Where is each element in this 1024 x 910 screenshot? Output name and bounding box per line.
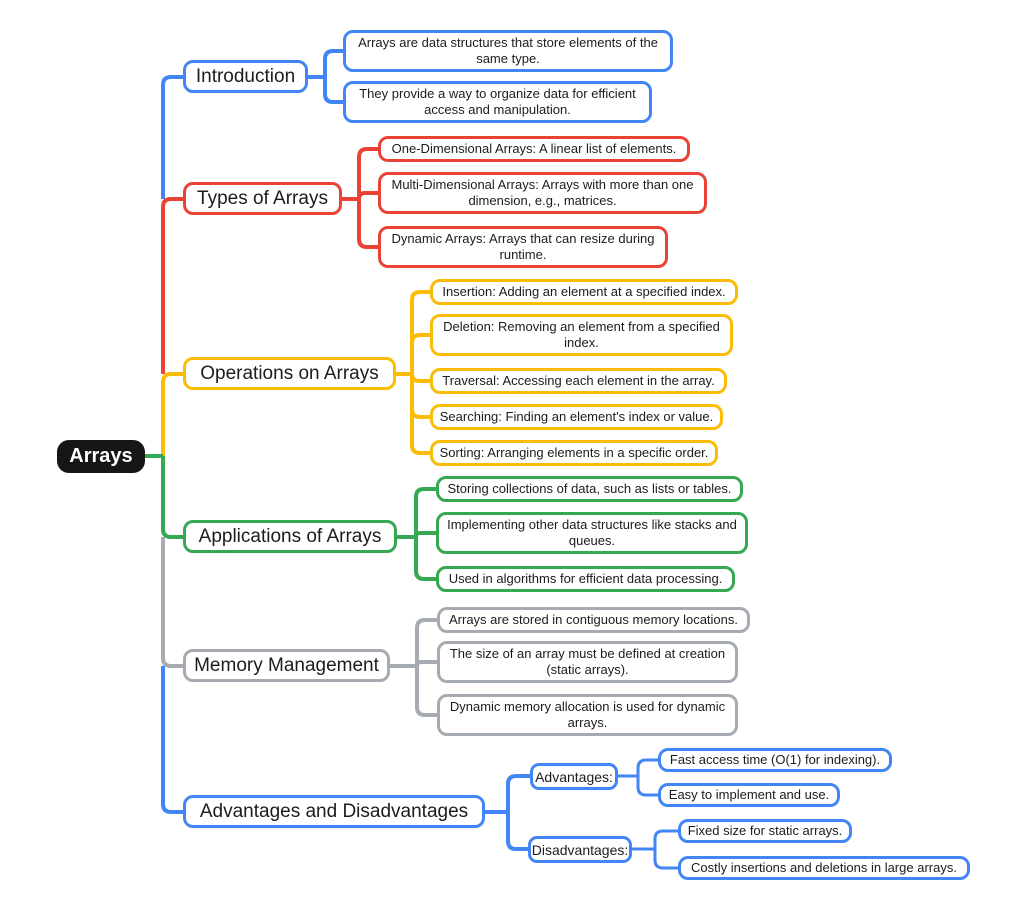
- branch-node-operations-on-arrays: Operations on Arrays: [183, 357, 396, 390]
- leaf-node: Sorting: Arranging elements in a specifi…: [430, 440, 718, 466]
- leaf-node: Arrays are stored in contiguous memory l…: [437, 607, 750, 633]
- connector-line: [161, 75, 183, 199]
- branch-node-applications-of-arrays: Applications of Arrays: [183, 520, 397, 553]
- connector-line: [636, 758, 658, 776]
- leaf-node: Deletion: Removing an element from a spe…: [430, 314, 733, 356]
- leaf-node: Insertion: Adding an element at a specif…: [430, 279, 738, 305]
- leaf-node: Searching: Finding an element's index or…: [430, 404, 723, 430]
- connector-line: [506, 774, 530, 812]
- connector-line: [161, 372, 183, 456]
- leaf-node: Used in algorithms for efficient data pr…: [436, 566, 735, 592]
- connector-line: [653, 829, 678, 849]
- connector-line: [357, 199, 378, 249]
- connector-line: [161, 666, 183, 814]
- leaf-node: Storing collections of data, such as lis…: [436, 476, 743, 502]
- leaf-node: Dynamic Arrays: Arrays that can resize d…: [378, 226, 668, 268]
- branch-node-memory-management: Memory Management: [183, 649, 390, 682]
- branch-node-types-of-arrays: Types of Arrays: [183, 182, 342, 215]
- sub-branch-node-disadvantages: Disadvantages:: [528, 836, 632, 863]
- leaf-node: Costly insertions and deletions in large…: [678, 856, 970, 880]
- connector-line: [357, 191, 378, 200]
- connector-line: [653, 849, 678, 870]
- leaf-node: Traversal: Accessing each element in the…: [430, 368, 727, 394]
- connector-line: [410, 333, 430, 374]
- sub-branch-node-advantages: Advantages:: [530, 763, 618, 790]
- root-node: Arrays: [57, 440, 145, 473]
- connector-line: [323, 77, 343, 104]
- connector-line: [161, 197, 183, 374]
- connector-line: [415, 618, 437, 666]
- leaf-node: They provide a way to organize data for …: [343, 81, 652, 123]
- connector-line: [415, 666, 437, 717]
- leaf-node: Fixed size for static arrays.: [678, 819, 852, 843]
- leaf-node: Implementing other data structures like …: [436, 512, 748, 554]
- connector-line: [161, 537, 183, 668]
- leaf-node: Easy to implement and use.: [658, 783, 840, 807]
- leaf-node: Fast access time (O(1) for indexing).: [658, 748, 892, 772]
- connector-line: [323, 49, 343, 77]
- connector-line: [636, 776, 658, 797]
- leaf-node: Multi-Dimensional Arrays: Arrays with mo…: [378, 172, 707, 214]
- branch-node-advantages-and-disadvantages: Advantages and Disadvantages: [183, 795, 485, 828]
- connector-line: [506, 812, 528, 851]
- connector-line: [410, 373, 430, 383]
- leaf-node: The size of an array must be defined at …: [437, 641, 738, 683]
- connector-line: [410, 374, 430, 455]
- connector-line: [410, 290, 430, 374]
- connector-line: [414, 537, 436, 581]
- leaf-node: Dynamic memory allocation is used for dy…: [437, 694, 738, 736]
- leaf-node: One-Dimensional Arrays: A linear list of…: [378, 136, 690, 162]
- leaf-node: Arrays are data structures that store el…: [343, 30, 673, 72]
- connector-line: [357, 147, 378, 199]
- connector-line: [415, 660, 437, 667]
- branch-node-introduction: Introduction: [183, 60, 308, 93]
- connector-line: [414, 531, 436, 538]
- connector-line: [414, 487, 436, 537]
- connector-line: [161, 456, 183, 539]
